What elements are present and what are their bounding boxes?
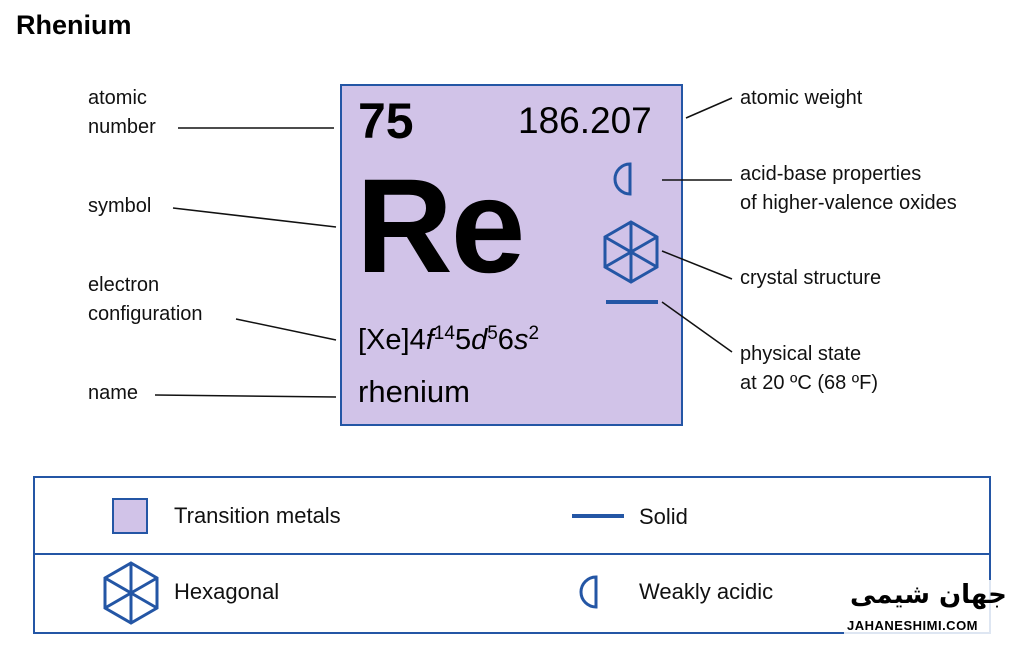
legend-box [33,476,991,634]
atomic-number: 75 [358,93,414,149]
color-swatch-icon [112,498,148,534]
config-electrons-1: 14 [433,323,455,344]
label-acid-base: acid-base properties of higher-valence o… [740,160,957,218]
leader-electron-configuration [235,318,337,341]
electron-configuration: [Xe]4f145d56s2 [358,324,539,355]
legend-category: Transition metals [174,503,341,528]
legend-acid: Weakly acidic [639,579,774,604]
leader-name [154,394,337,398]
label-physical-state: physical state at 20 ºC (68 ºF) [740,340,878,398]
element-name: rhenium [358,374,470,409]
legend-state: Solid [639,504,688,529]
leader-atomic-weight [685,97,733,119]
config-shell-1: 4 [409,324,426,356]
label-state-line1: physical state [740,343,862,365]
legend-divider [33,553,991,555]
label-electron-configuration: electron configuration [88,271,203,329]
config-orbital-1: f [425,324,434,356]
watermark-backdrop [844,580,1002,636]
label-crystal-structure: crystal structure [740,267,882,289]
label-name: name [88,382,139,404]
watermark-url: JAHANESHIMI.COM [847,618,979,633]
config-electrons-3: 2 [528,323,540,344]
label-symbol: symbol [88,195,152,217]
config-shell-2: 5 [454,324,472,356]
label-state-line2: at 20 ºC (68 ºF) [740,372,878,394]
label-electron-line1: electron [88,274,160,296]
page-title: Rhenium [16,10,132,40]
label-atomic-number-line2: number [88,116,156,138]
label-acid-line1: acid-base properties [740,163,922,185]
config-electrons-2: 5 [487,323,498,344]
config-orbital-2: d [471,324,488,356]
element-symbol: Re [356,152,525,301]
label-electron-line2: configuration [88,303,203,325]
atomic-weight: 186.207 [518,100,652,141]
config-shell-3: 6 [497,324,514,356]
label-atomic-number: atomic number [88,84,156,142]
config-core: [Xe] [358,324,410,356]
config-orbital-3: s [513,324,529,356]
leader-symbol [172,207,337,228]
label-atomic-number-line1: atomic [88,87,147,109]
legend-crystal: Hexagonal [174,579,280,604]
watermark-logo: جهان شیمی [850,580,1007,610]
label-atomic-weight: atomic weight [740,87,863,109]
label-acid-line2: of higher-valence oxides [740,192,957,214]
